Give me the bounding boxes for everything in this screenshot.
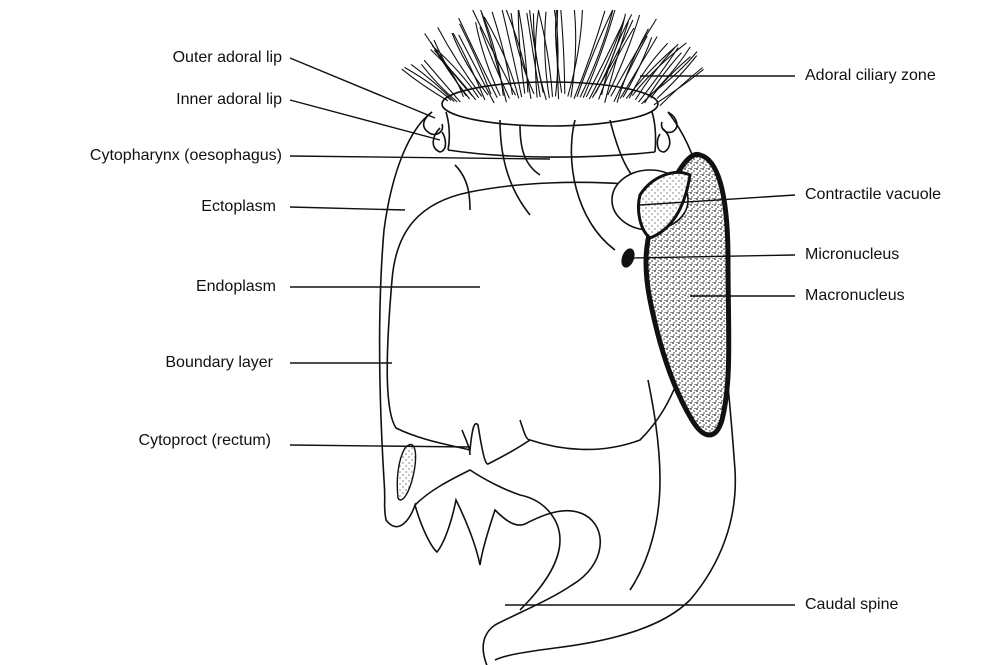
label-cytopharynx: Cytopharynx (oesophagus) bbox=[90, 147, 282, 164]
cilium-stroke bbox=[480, 27, 510, 98]
label-macronucleus: Macronucleus bbox=[805, 287, 905, 304]
cilium-stroke bbox=[402, 69, 448, 101]
label-boundary-layer: Boundary layer bbox=[165, 354, 273, 371]
cilium-stroke bbox=[654, 69, 704, 104]
leader-outer-adoral-lip bbox=[290, 58, 435, 118]
label-adoral-ciliary-zone: Adoral ciliary zone bbox=[805, 67, 936, 84]
leader-inner-adoral-lip bbox=[290, 100, 440, 140]
cilium-stroke bbox=[545, 12, 550, 99]
label-cytoproct: Cytoproct (rectum) bbox=[139, 432, 271, 449]
cytoproct-shape bbox=[397, 444, 415, 499]
label-micronucleus: Micronucleus bbox=[805, 246, 899, 263]
label-caudal-spine: Caudal spine bbox=[805, 596, 899, 613]
outer-adoral-lip-shape bbox=[424, 112, 443, 134]
cytopharynx-shape bbox=[448, 150, 655, 157]
label-outer-adoral-lip: Outer adoral lip bbox=[173, 49, 282, 66]
leader-cytoproct bbox=[290, 445, 470, 447]
peristome-rim bbox=[442, 82, 658, 126]
cilium-stroke bbox=[421, 64, 457, 102]
cilium-stroke bbox=[424, 60, 460, 102]
label-ectoplasm: Ectoplasm bbox=[201, 198, 276, 215]
body-outline bbox=[380, 112, 601, 665]
adoral-cilia bbox=[402, 10, 704, 106]
cilium-stroke bbox=[518, 10, 525, 94]
label-inner-adoral-lip: Inner adoral lip bbox=[176, 91, 282, 108]
cilium-stroke bbox=[586, 23, 623, 97]
label-contractile-vacuole: Contractile vacuole bbox=[805, 186, 941, 203]
label-endoplasm: Endoplasm bbox=[196, 278, 276, 295]
